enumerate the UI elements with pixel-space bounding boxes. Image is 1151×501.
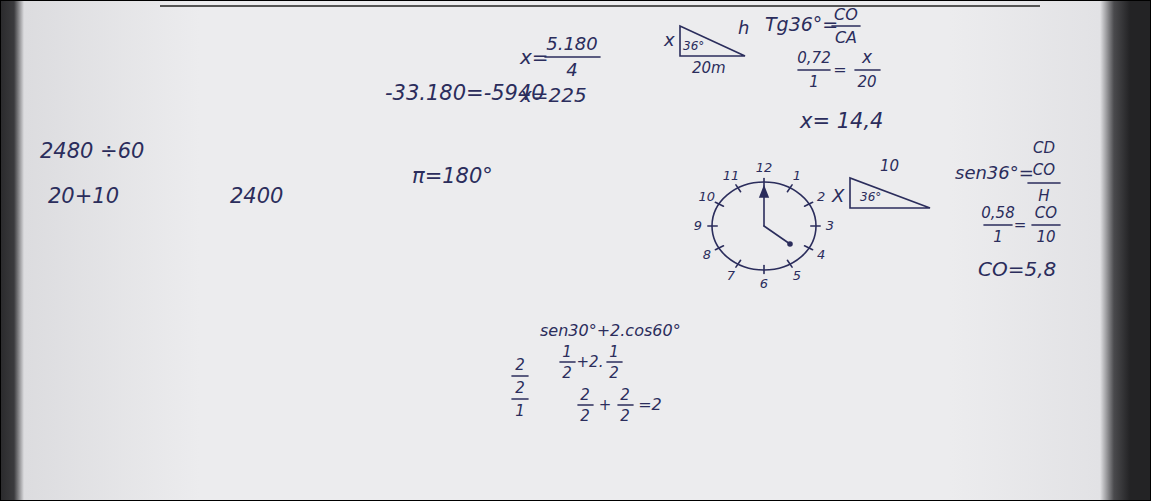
handwritten-text: 20m xyxy=(692,60,726,77)
handwritten-text: 5 xyxy=(793,269,801,283)
handwritten-text: x=225 xyxy=(520,84,587,106)
clock-tick xyxy=(763,266,765,274)
fraction-bar xyxy=(578,404,593,406)
handwritten-text: CO xyxy=(1033,162,1055,179)
handwritten-text: 20 xyxy=(857,74,876,91)
fraction-bar xyxy=(984,224,1012,226)
handwritten-text: h xyxy=(738,18,749,38)
handwritten-text: 2 xyxy=(580,387,590,404)
fraction-bar xyxy=(855,69,880,71)
clock-tick xyxy=(805,246,813,250)
clock-tick xyxy=(715,246,723,250)
handwritten-text: 1 xyxy=(562,344,572,361)
handwritten-text: =2 xyxy=(638,396,662,414)
handwritten-text: x= 14,4 xyxy=(800,110,883,133)
handwritten-text: X xyxy=(832,186,844,206)
handwritten-text: 4 xyxy=(566,60,577,80)
handwritten-text: +2. xyxy=(577,354,604,371)
handwritten-text: 12 xyxy=(756,161,773,175)
handwritten-text: 2 xyxy=(620,387,630,404)
clock-tick xyxy=(787,260,792,267)
handwritten-text: CO xyxy=(1035,205,1057,222)
clock-tick xyxy=(715,202,723,206)
fraction-bar xyxy=(607,361,622,363)
handwritten-text: x xyxy=(664,30,675,50)
handwritten-text: 3 xyxy=(826,219,834,233)
handwritten-text: 0,72 xyxy=(797,50,830,67)
fraction-bar xyxy=(798,69,830,71)
handwritten-text: = xyxy=(1014,217,1027,234)
fraction-bar xyxy=(618,404,633,406)
handwritten-text: 2480 ÷60 xyxy=(40,140,144,163)
triangle-sketch xyxy=(850,178,930,208)
clock-face xyxy=(712,182,816,270)
clock-tick xyxy=(708,225,717,227)
fraction-bar xyxy=(545,56,600,58)
fraction-bar xyxy=(560,361,575,363)
clock-tick xyxy=(736,185,741,192)
hand-arrowhead xyxy=(760,187,768,197)
handwritten-text: 8 xyxy=(703,248,711,262)
clock-hand xyxy=(763,194,765,226)
fraction-bar xyxy=(512,375,528,377)
handwritten-text: 20+10 xyxy=(48,185,119,208)
handwritten-text: 1 xyxy=(793,169,801,183)
ruled-line xyxy=(160,5,1040,7)
handwritten-text: CO xyxy=(834,6,858,24)
handwritten-text: 36° xyxy=(683,40,704,53)
handwritten-text: x xyxy=(862,48,872,67)
handwritten-text: 1 xyxy=(993,229,1003,246)
handwritten-text: 6 xyxy=(760,277,768,291)
handwritten-text: x= xyxy=(520,46,549,68)
handwritten-text: 1 xyxy=(515,403,525,420)
clock-tick xyxy=(811,225,820,227)
handwritten-text: 2 xyxy=(817,190,825,204)
handwritten-text: sen30°+2.cos60° xyxy=(540,322,681,340)
handwritten-text: 4 xyxy=(817,248,825,262)
handwritten-text: CA xyxy=(835,29,857,47)
handwritten-text: CO=5,8 xyxy=(978,258,1056,280)
handwritten-text: 1 xyxy=(809,74,819,91)
handwritten-text: 1 xyxy=(609,344,619,361)
handwritten-text: 2 xyxy=(580,408,590,425)
handwritten-text: 0,58 xyxy=(981,205,1014,222)
handwritten-text: sen36°= xyxy=(955,163,1034,183)
fraction-bar xyxy=(1032,224,1060,226)
clock-tick xyxy=(805,202,813,206)
handwritten-text: 2 xyxy=(609,365,619,382)
handwritten-text: 10 xyxy=(1036,229,1055,246)
handwritten-text: 2 xyxy=(620,408,630,425)
clock-tick xyxy=(736,260,741,267)
triangle-sketch xyxy=(680,26,745,56)
clock-hand xyxy=(764,226,790,244)
handwritten-text: 9 xyxy=(694,219,702,233)
handwritten-text: = xyxy=(833,61,846,79)
handwritten-text: + xyxy=(599,397,612,414)
handwritten-text: H xyxy=(1038,188,1049,205)
handwritten-text: 11 xyxy=(723,169,740,183)
handwritten-text: 7 xyxy=(727,269,735,283)
clock-tick xyxy=(763,178,765,186)
hand-dot xyxy=(788,242,792,246)
handwritten-text: 10 xyxy=(880,158,899,175)
handwritten-text: CD xyxy=(1033,140,1055,157)
handwritten-text: 2400 xyxy=(230,185,283,208)
handwritten-text: 10 xyxy=(699,190,716,204)
clock-ticks xyxy=(708,178,820,273)
handwritten-text: Tg36°= xyxy=(765,14,838,35)
handwritten-text: 2 xyxy=(562,365,572,382)
fraction-bar xyxy=(512,398,528,400)
handwritten-text: 5.180 xyxy=(546,34,598,54)
clock-tick xyxy=(787,185,792,192)
handwritten-text: 2 xyxy=(515,357,525,374)
handwritten-text: 2 xyxy=(515,380,525,397)
handwritten-text: 36° xyxy=(860,191,881,204)
handwritten-text: π=180° xyxy=(412,165,493,188)
